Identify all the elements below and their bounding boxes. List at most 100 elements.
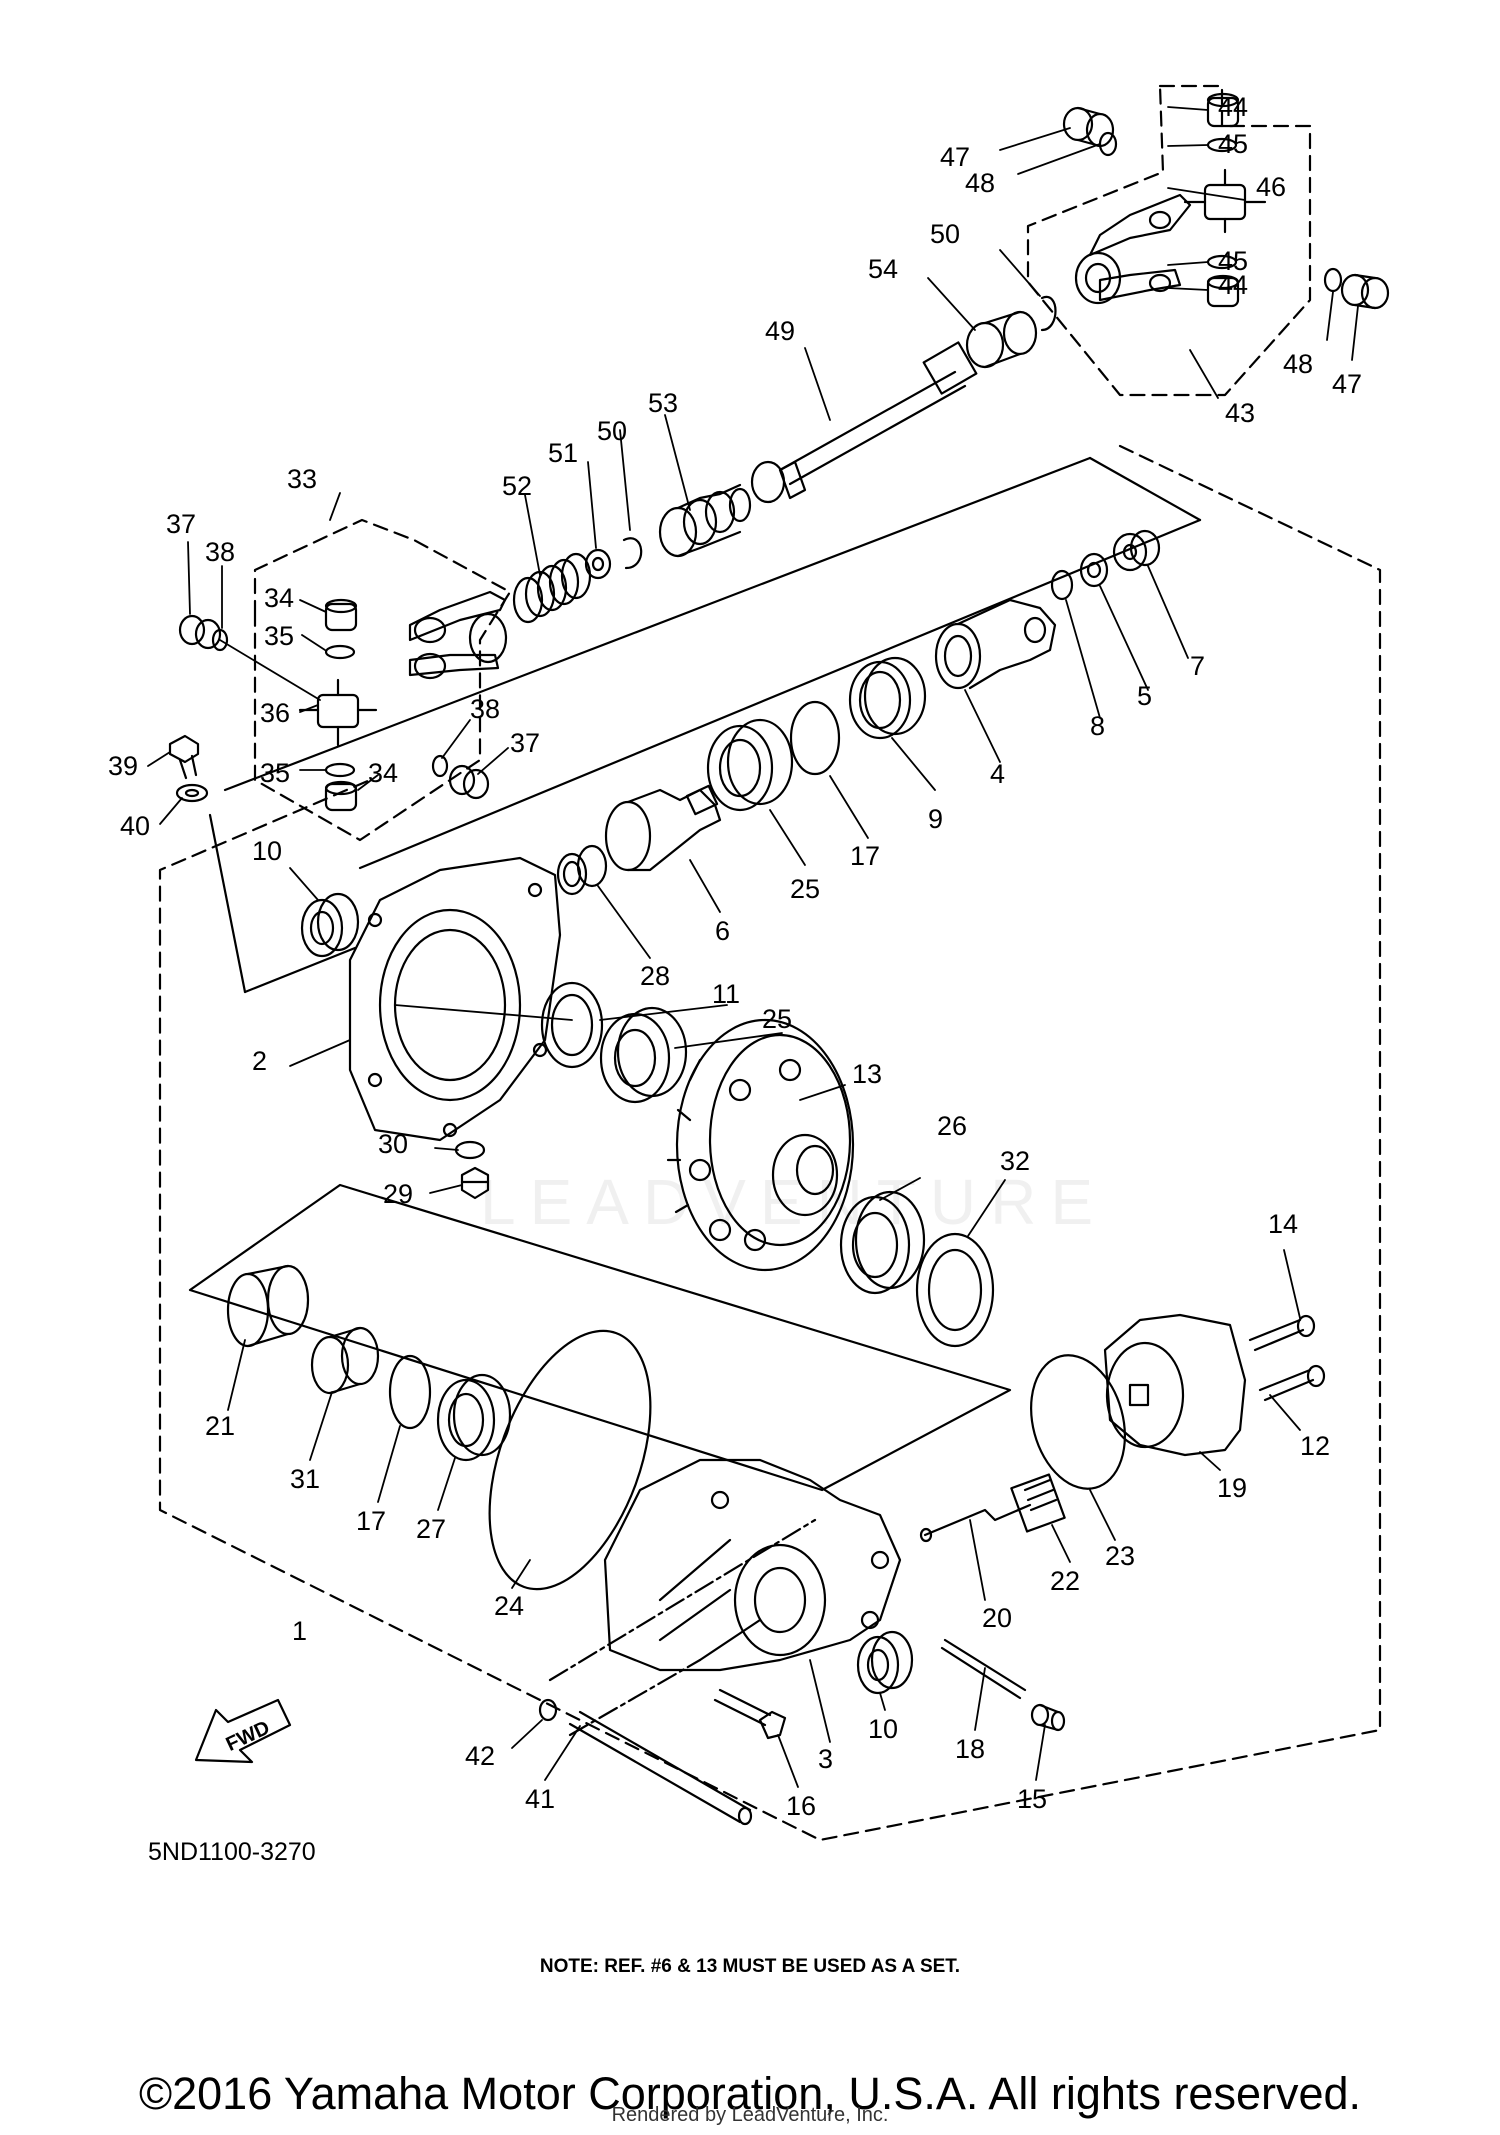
callout-53: 53 xyxy=(648,388,678,418)
yoke-33 xyxy=(408,590,508,680)
part-16-bolt xyxy=(713,1688,787,1740)
part-39-bolt xyxy=(168,734,200,780)
callout-54: 54 xyxy=(868,254,898,284)
part-15-screw xyxy=(1030,1703,1066,1732)
callout-35: 35 xyxy=(264,621,294,651)
part-41-pipe xyxy=(568,1710,753,1826)
callout-19: 19 xyxy=(1217,1473,1247,1503)
callout-6: 6 xyxy=(715,916,730,946)
leader-box-top xyxy=(223,456,1092,792)
part-8-oring xyxy=(1050,569,1074,601)
copyright-text: ©2016 Yamaha Motor Corporation, U.S.A. A… xyxy=(138,2068,1362,2119)
callout-29: 29 xyxy=(383,1179,413,1209)
diagram-code: 5ND1100-3270 xyxy=(148,1838,316,1866)
callout-7: 7 xyxy=(1190,651,1205,681)
part-30-washer xyxy=(454,1140,486,1160)
leader-41 xyxy=(548,1518,817,1682)
part-12-screw xyxy=(1258,1364,1326,1402)
part-20-rod xyxy=(919,1503,1032,1543)
callout-37: 37 xyxy=(166,509,196,539)
part-10-oil-seal xyxy=(300,892,360,958)
callout-8: 8 xyxy=(1090,711,1105,741)
callout-33: 33 xyxy=(287,464,317,494)
yoke-43 xyxy=(1074,193,1192,305)
callout-45-top: 45 xyxy=(1218,129,1248,159)
part-17-circlip xyxy=(789,700,841,776)
callout-27: 27 xyxy=(416,1514,446,1544)
callout-15: 15 xyxy=(1017,1784,1047,1814)
callout-4: 4 xyxy=(990,759,1005,789)
callout-14: 14 xyxy=(1268,1209,1298,1239)
part-13-ring-gear-differential xyxy=(666,1018,855,1272)
callout-18: 18 xyxy=(955,1734,985,1764)
set-note: NOTE: REF. #6 & 13 MUST BE USED AS A SET… xyxy=(539,1956,961,1977)
part-3-rear-housing xyxy=(603,1458,902,1672)
part-54-collar xyxy=(965,310,1038,369)
group-43-outline xyxy=(1026,84,1312,397)
part-47-top-bearing-cap xyxy=(1062,106,1115,148)
callout-25-2: 25 xyxy=(762,1004,792,1034)
callout-10-2: 10 xyxy=(868,1714,898,1744)
part-38-lower-clip xyxy=(431,754,449,778)
callout-34-lower: 34 xyxy=(368,758,398,788)
part-44-lower-bearing-cap xyxy=(1206,274,1240,308)
callout-24: 24 xyxy=(494,1591,524,1621)
callout-23: 23 xyxy=(1105,1541,1135,1571)
part-31-spline-coupling xyxy=(310,1326,380,1395)
callout-52: 52 xyxy=(502,471,532,501)
part-53-boot xyxy=(658,483,752,558)
callout-22: 22 xyxy=(1050,1566,1080,1596)
part-37-bearing-cap xyxy=(178,614,222,650)
callout-43: 43 xyxy=(1225,398,1255,428)
callout-10: 10 xyxy=(252,836,282,866)
part-25-bearing-2 xyxy=(599,1006,688,1104)
part-29-bolt xyxy=(460,1166,490,1200)
part-26-bearing xyxy=(839,1190,926,1295)
leader-41b xyxy=(568,1658,702,1737)
callout-labels: 44 45 46 47 48 45 44 47 48 43 50 54 49 5… xyxy=(108,92,1362,1866)
leader-box-top-2 xyxy=(358,518,1202,870)
callout-34: 34 xyxy=(264,583,294,613)
part-35-circlip xyxy=(324,644,356,660)
callout-38-lower: 38 xyxy=(470,694,500,724)
part-24-oring xyxy=(488,1329,652,1591)
fwd-label: FWD xyxy=(223,1717,274,1756)
callout-5: 5 xyxy=(1137,681,1152,711)
rendered-by-text: Rendered by LeadVenture, Inc. xyxy=(611,2104,889,2126)
callout-26: 26 xyxy=(937,1111,967,1141)
callout-36: 36 xyxy=(260,698,290,728)
callout-47-top: 47 xyxy=(940,142,970,172)
callout-16: 16 xyxy=(786,1791,816,1821)
part-46-spider xyxy=(1183,168,1267,234)
callout-9: 9 xyxy=(928,804,943,834)
callout-51: 51 xyxy=(548,438,578,468)
part-37-lower-bearing-cap xyxy=(448,764,490,800)
fwd-arrow-icon xyxy=(194,1698,292,1764)
callout-38: 38 xyxy=(205,537,235,567)
part-42-clip xyxy=(538,1698,558,1722)
part-5-washer xyxy=(1079,552,1109,588)
callout-47-right: 47 xyxy=(1332,369,1362,399)
leader-lines xyxy=(147,106,1359,1788)
part-28-bearing xyxy=(556,844,608,896)
part-40-washer xyxy=(175,783,209,803)
callout-42: 42 xyxy=(465,1741,495,1771)
part-49-drive-shaft xyxy=(750,341,978,504)
callout-50: 50 xyxy=(597,416,627,446)
part-34-lower-bearing-cap xyxy=(324,780,358,812)
leader-2 xyxy=(243,946,357,994)
part-2-front-housing xyxy=(348,856,562,1142)
callout-20: 20 xyxy=(982,1603,1012,1633)
part-34-bearing-cap xyxy=(324,598,358,632)
part-7-nut xyxy=(1112,529,1161,572)
callout-45-lower: 45 xyxy=(1218,246,1248,276)
callout-40: 40 xyxy=(120,811,150,841)
callout-44-top: 44 xyxy=(1218,92,1248,122)
callout-21: 21 xyxy=(205,1411,235,1441)
callout-2: 2 xyxy=(252,1046,267,1076)
callout-3: 3 xyxy=(818,1744,833,1774)
callout-11: 11 xyxy=(712,979,740,1009)
callout-31: 31 xyxy=(290,1464,320,1494)
callout-30: 30 xyxy=(378,1129,408,1159)
